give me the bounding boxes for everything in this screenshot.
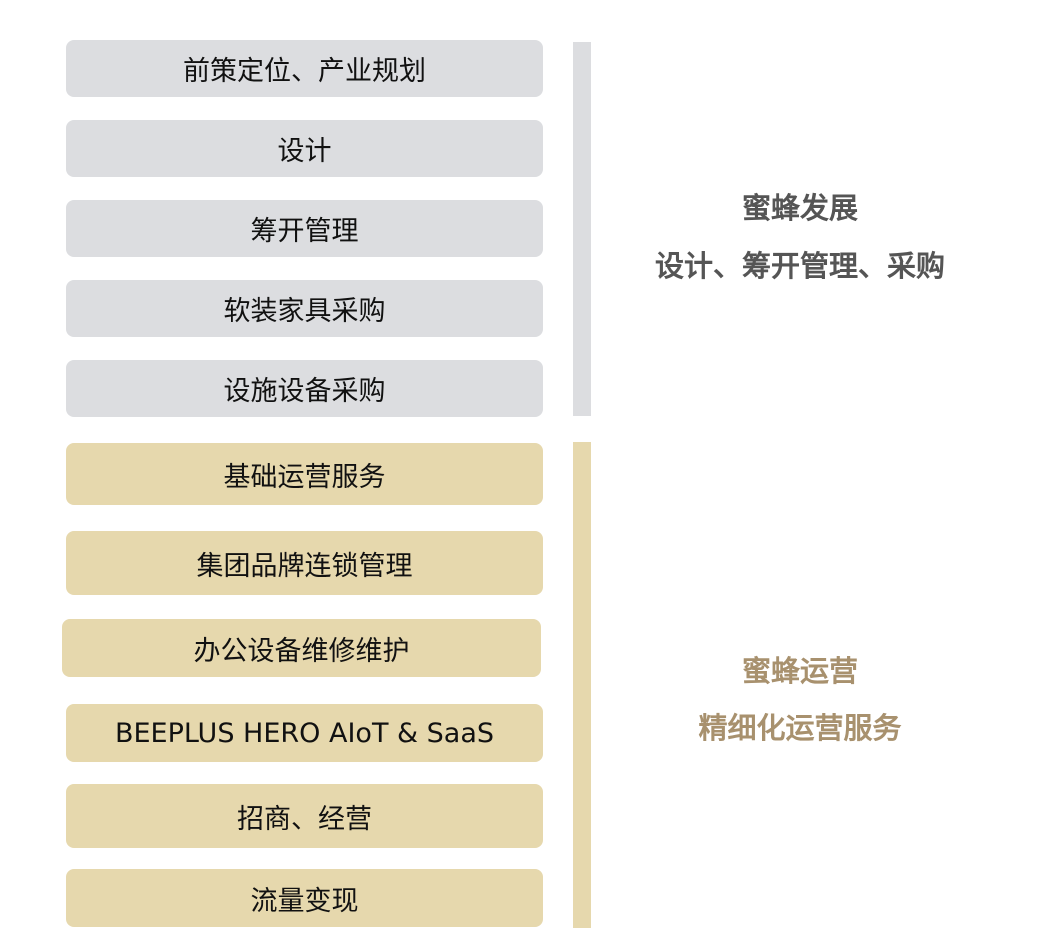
op-bracket-bar — [573, 442, 591, 928]
dev-item-furniture: 软装家具采购 — [66, 280, 543, 337]
dev-item-preopening: 筹开管理 — [66, 200, 543, 257]
op-title: 蜜蜂运营 — [741, 654, 858, 688]
dev-subtitle: 设计、筹开管理、采购 — [654, 249, 945, 283]
op-item-leasing: 招商、经营 — [66, 784, 543, 848]
op-item-monetization: 流量变现 — [66, 869, 543, 927]
op-item-basic: 基础运营服务 — [66, 443, 543, 505]
op-item-aiot: BEEPLUS HERO AIoT & SaaS — [66, 704, 543, 762]
op-item-brand-chain: 集团品牌连锁管理 — [66, 531, 543, 595]
dev-item-design: 设计 — [66, 120, 543, 177]
dev-bracket-bar — [573, 42, 591, 416]
dev-title: 蜜蜂发展 — [741, 191, 858, 225]
op-subtitle: 精细化运营服务 — [698, 711, 902, 745]
dev-item-equipment: 设施设备采购 — [66, 360, 543, 417]
op-item-maintenance: 办公设备维修维护 — [62, 619, 541, 677]
dev-item-positioning: 前策定位、产业规划 — [66, 40, 543, 97]
